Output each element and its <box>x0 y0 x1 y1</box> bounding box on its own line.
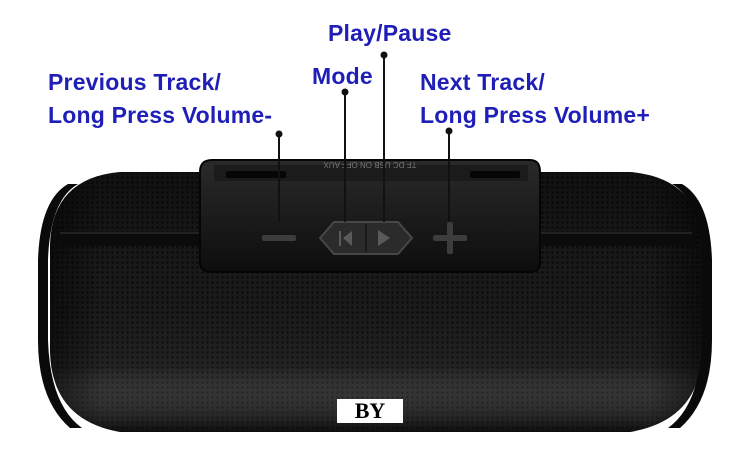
control-panel: TF DC USB ON OFF AUX <box>199 159 541 273</box>
play-pause-label: Play/Pause <box>328 20 452 46</box>
leader-lines <box>275 51 453 222</box>
mode-icon[interactable] <box>339 231 352 246</box>
minus-icon[interactable] <box>262 235 296 241</box>
play-icon[interactable] <box>378 230 390 246</box>
next-track-label: Next Track/ Long Press Volume+ <box>420 69 651 128</box>
previous-track-label: Previous Track/ Long Press Volume- <box>48 69 273 128</box>
brand-logo: BY <box>337 398 403 423</box>
port-labels: TF DC USB ON OFF AUX <box>323 160 417 169</box>
mode-label: Mode <box>312 63 373 89</box>
plus-icon[interactable] <box>433 222 467 254</box>
svg-text:BY: BY <box>355 398 386 423</box>
